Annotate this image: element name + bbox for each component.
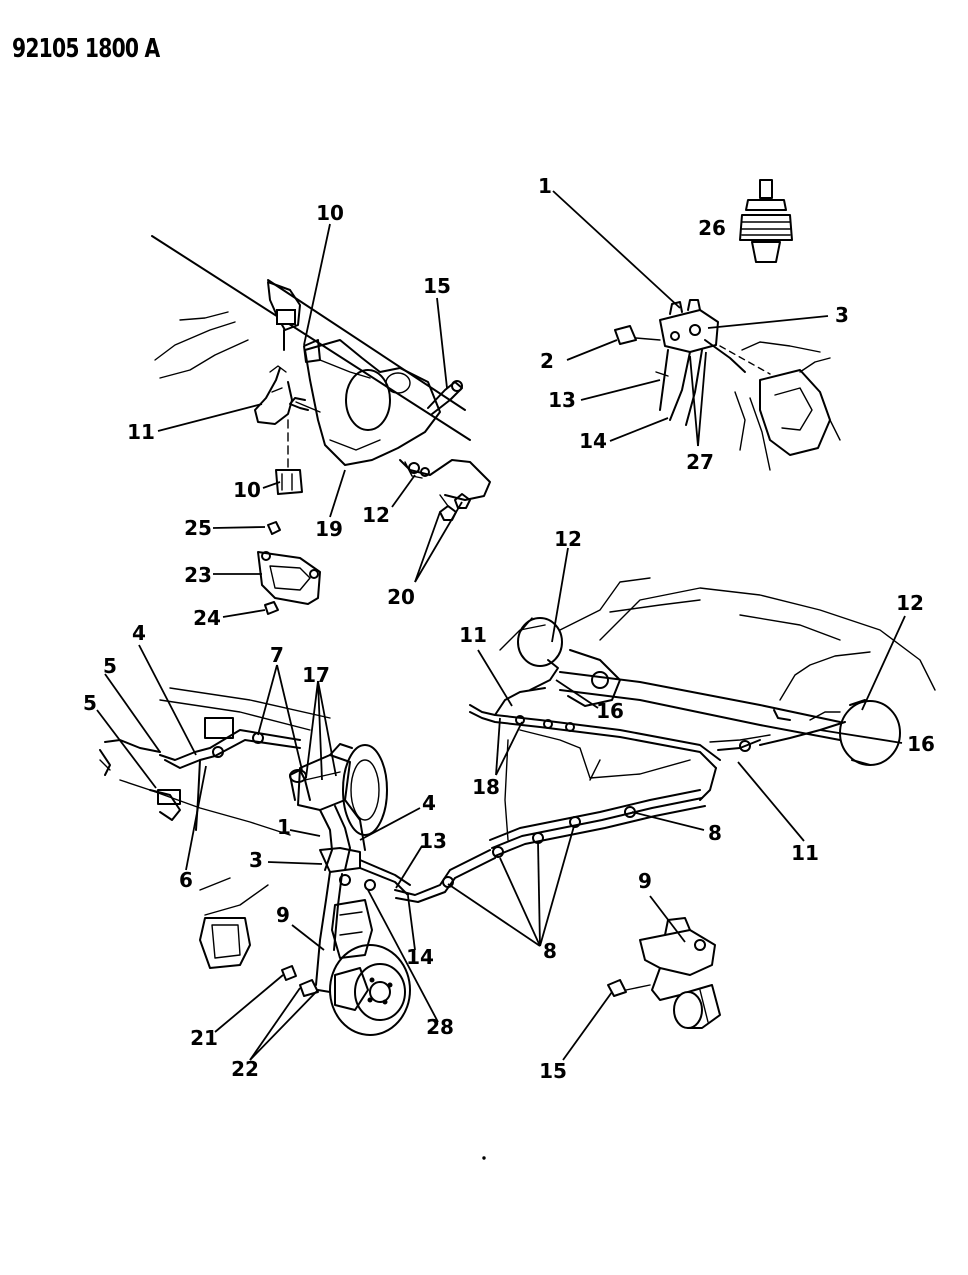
callout-6: 6 bbox=[179, 868, 193, 892]
callout-15-lower: 15 bbox=[539, 1059, 567, 1083]
brake-sensor-26 bbox=[739, 179, 793, 263]
callout-8-lower: 8 bbox=[543, 939, 557, 963]
callout-4-lower: 4 bbox=[422, 791, 436, 815]
callout-labels: 10 15 11 10 19 12 20 25 23 24 1 26 3 2 1… bbox=[83, 174, 935, 1083]
callout-18: 18 bbox=[472, 775, 500, 799]
callout-19: 19 bbox=[315, 517, 343, 541]
callout-4-left: 4 bbox=[132, 621, 146, 645]
callout-10-bottom: 10 bbox=[233, 478, 261, 502]
callout-5-b: 5 bbox=[83, 691, 97, 715]
callout-7: 7 bbox=[270, 643, 284, 667]
diagram-id-label: 92105 1800 A bbox=[12, 34, 160, 64]
callout-28: 28 bbox=[426, 1015, 454, 1039]
callout-1-upper: 1 bbox=[538, 174, 552, 198]
callout-16-right: 16 bbox=[907, 732, 935, 756]
callout-1-lower: 1 bbox=[277, 815, 291, 839]
callout-9-left: 9 bbox=[276, 903, 290, 927]
front-caliper-rotor bbox=[199, 877, 411, 1036]
callout-2: 2 bbox=[540, 349, 554, 373]
callout-17: 17 bbox=[302, 663, 330, 687]
callout-14-upper: 14 bbox=[579, 429, 607, 453]
callout-9-right: 9 bbox=[638, 869, 652, 893]
callout-15-upper: 15 bbox=[423, 274, 451, 298]
callout-16-mid: 16 bbox=[596, 699, 624, 723]
callout-12-upper: 12 bbox=[362, 503, 390, 527]
firewall-booster-assembly bbox=[151, 235, 491, 521]
callout-21: 21 bbox=[190, 1026, 218, 1050]
callout-13-lower: 13 bbox=[419, 829, 447, 853]
callout-27: 27 bbox=[686, 450, 714, 474]
callout-25: 25 bbox=[184, 516, 212, 540]
callout-3-upper: 3 bbox=[835, 303, 849, 327]
front-brake-lines bbox=[99, 687, 411, 986]
callout-23: 23 bbox=[184, 563, 212, 587]
callout-10-top: 10 bbox=[316, 201, 344, 225]
callout-3-lower: 3 bbox=[249, 848, 263, 872]
rear-axle-assembly bbox=[499, 577, 936, 841]
rear-brake-lines bbox=[394, 659, 761, 903]
callout-13-upper: 13 bbox=[548, 388, 576, 412]
callout-11-mid: 11 bbox=[459, 623, 487, 647]
callout-11-upper: 11 bbox=[127, 420, 155, 444]
callout-14-lower: 14 bbox=[406, 945, 434, 969]
callout-22: 22 bbox=[231, 1057, 259, 1081]
bracket-23-assembly bbox=[257, 521, 321, 615]
callout-11-right: 11 bbox=[791, 841, 819, 865]
stray-dot bbox=[482, 1156, 486, 1160]
wheel-cylinder-assembly bbox=[607, 917, 721, 1029]
callout-24: 24 bbox=[193, 606, 221, 630]
callout-26: 26 bbox=[698, 216, 726, 240]
callout-12-mid-left: 12 bbox=[554, 527, 582, 551]
leader-lines bbox=[96, 190, 906, 1061]
callout-8-right: 8 bbox=[708, 821, 722, 845]
proportioning-valve-assembly bbox=[614, 299, 841, 471]
callout-5-a: 5 bbox=[103, 654, 117, 678]
callout-20: 20 bbox=[387, 585, 415, 609]
callout-12-right: 12 bbox=[896, 591, 924, 615]
